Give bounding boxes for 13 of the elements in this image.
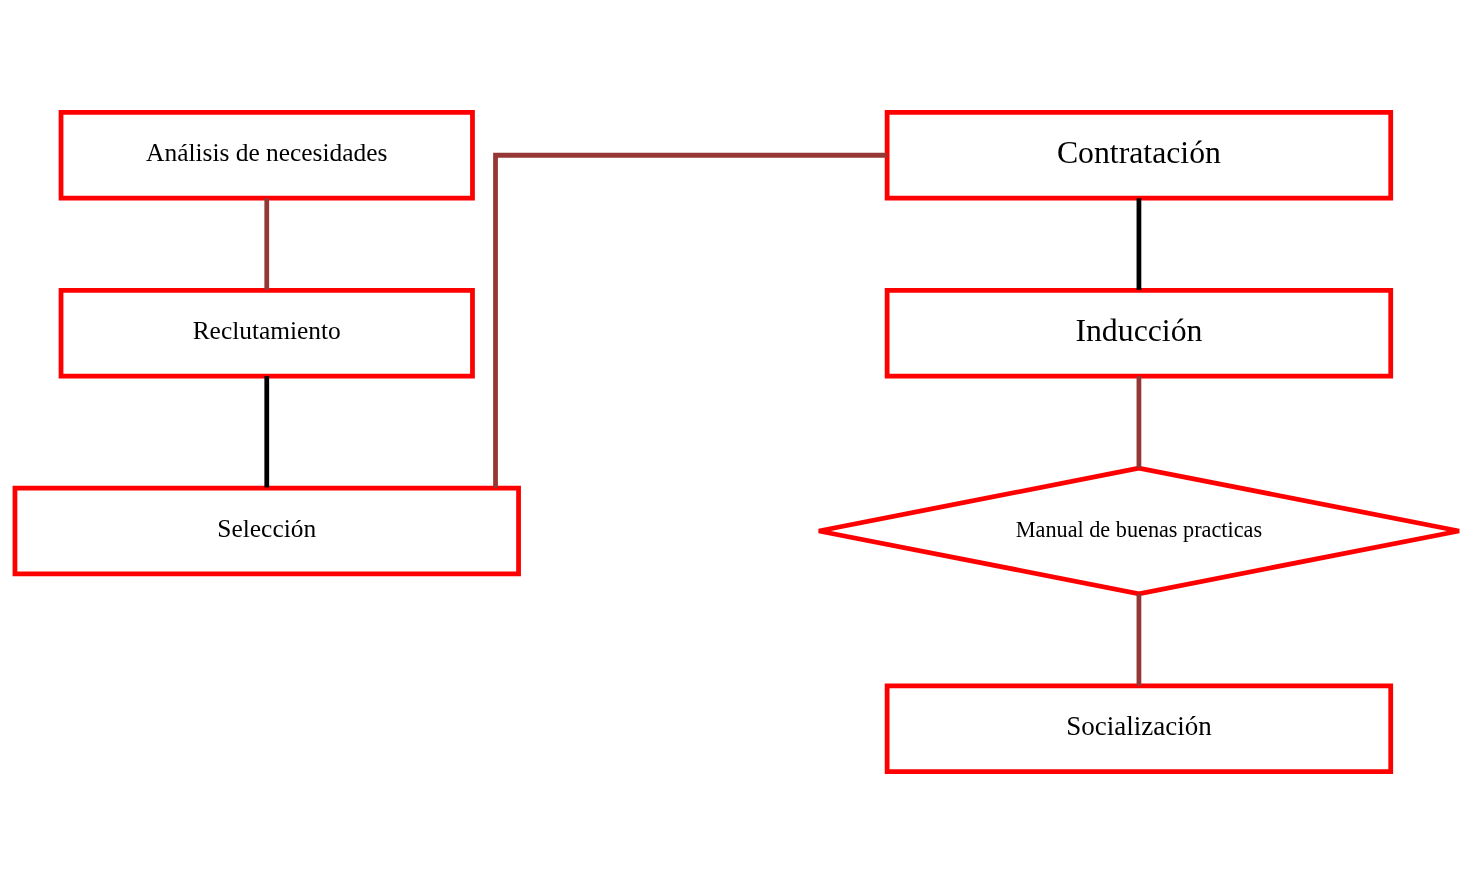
connector: [1136, 593, 1142, 686]
node-box: Reclutamiento: [58, 287, 475, 378]
node-box: Inducción: [884, 287, 1394, 378]
connector: [264, 197, 270, 290]
node-box: Análisis de necesidades: [58, 109, 475, 201]
connector: [264, 375, 270, 487]
connector: [1136, 375, 1142, 468]
node-diamond: Manual de buenas practicas: [816, 465, 1462, 596]
connector: [1136, 197, 1142, 290]
node-box: Socialización: [884, 682, 1394, 774]
node-box: Contratación: [884, 109, 1394, 201]
node-box: Selección: [12, 485, 521, 576]
connector: [493, 152, 887, 488]
